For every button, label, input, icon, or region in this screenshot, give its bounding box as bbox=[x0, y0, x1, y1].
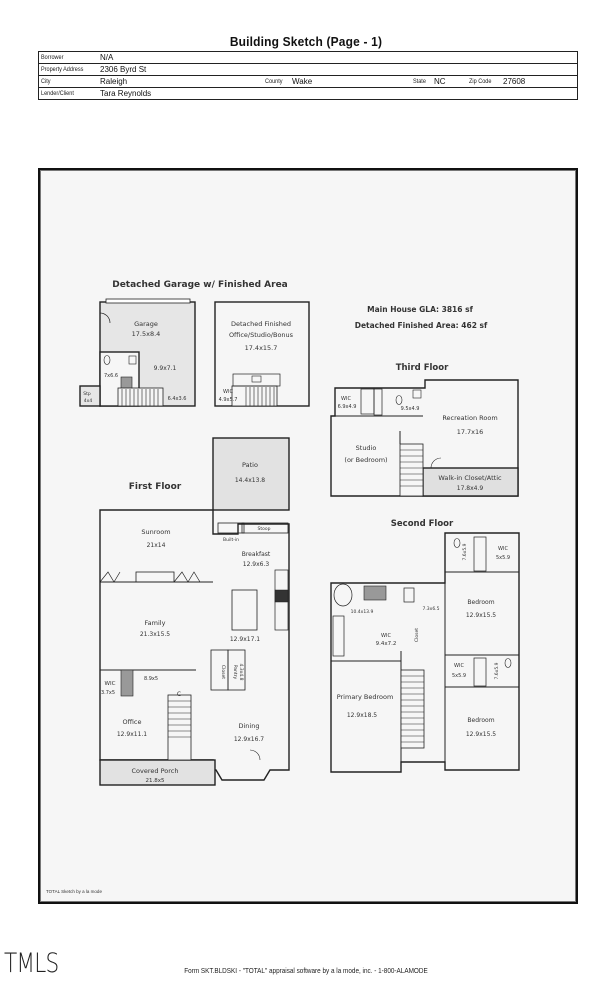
recreation-room-dim: 17.7x16 bbox=[457, 428, 484, 436]
pantry-dim: 4.3x4.8 bbox=[238, 664, 244, 681]
garage-plan bbox=[79, 298, 196, 407]
closet-name: Closet bbox=[220, 665, 226, 679]
patio-name: Patio bbox=[242, 461, 258, 469]
office-wic-name: WIC bbox=[223, 389, 233, 395]
detached-finished-area: Detached Finished Area: 462 sf bbox=[355, 321, 488, 330]
patio-dim: 14.4x13.8 bbox=[235, 477, 265, 484]
primary-wic-dim: 9.4x7.2 bbox=[376, 641, 397, 647]
bedroom1-name: Bedroom bbox=[467, 599, 494, 606]
studio-name2: (or Bedroom) bbox=[344, 456, 387, 464]
page-title: Building Sketch (Page - 1) bbox=[229, 34, 383, 49]
county-label: County bbox=[265, 78, 283, 85]
builtin-name: Built-in bbox=[223, 537, 239, 543]
bedroom2-dim: 12.9x15.5 bbox=[466, 731, 496, 738]
family-dim: 21.3x15.5 bbox=[140, 631, 170, 638]
primary-bath-dim: 10.4x13.9 bbox=[351, 609, 374, 615]
city-value: Raleigh bbox=[100, 77, 128, 86]
form-footer-text: Form SKT.BLDSKI - "TOTAL" appraisal soft… bbox=[184, 966, 428, 975]
bath2-dim: 7.3x6.5 bbox=[423, 606, 440, 612]
first-floor-plan bbox=[99, 437, 290, 786]
coat-closet-name: C bbox=[177, 691, 181, 698]
garage-stair-dim: 6.4x3.6 bbox=[168, 396, 187, 402]
third-bath-dim: 9.5x4.9 bbox=[401, 406, 420, 412]
half-bath-dim: 8.9x5 bbox=[144, 676, 158, 682]
stoop-name: Stoop bbox=[258, 526, 271, 532]
sketch-credit: TOTAL Sketch by a la mode bbox=[46, 889, 102, 894]
covered-porch-name: Covered Porch bbox=[132, 767, 179, 775]
garage-stoop-dim: 4x4 bbox=[84, 398, 93, 404]
studio-name: Studio bbox=[356, 444, 377, 452]
hall-closet-name: Closet bbox=[414, 628, 420, 642]
breakfast-name: Breakfast bbox=[242, 551, 271, 558]
first-wic-name: WIC bbox=[105, 681, 116, 687]
primary-wic-name: WIC bbox=[381, 633, 391, 639]
office-wic-dim: 4.9x5.7 bbox=[219, 397, 238, 403]
wic1-dim: 5x5.9 bbox=[496, 555, 510, 561]
detached-office-plan bbox=[214, 301, 310, 407]
property-info-table: Borrower N/A Property Address 2306 Byrd … bbox=[38, 51, 578, 100]
garage-stoop-name: Stp bbox=[83, 391, 91, 397]
wic2-dim: 5x5.9 bbox=[452, 673, 466, 679]
city-label: City bbox=[41, 78, 51, 85]
pantry-name: Pantry bbox=[232, 665, 238, 680]
third-wic-dim: 6.9x4.9 bbox=[338, 404, 357, 410]
state-value: NC bbox=[434, 77, 446, 86]
garage-room-dim: 17.5x8.4 bbox=[132, 330, 161, 338]
garage-title: Detached Garage w/ Finished Area bbox=[112, 280, 288, 290]
dining-name: Dining bbox=[239, 722, 260, 730]
zip-label: Zip Code bbox=[469, 78, 492, 85]
zip-value: 27608 bbox=[503, 77, 526, 86]
recreation-room-name: Recreation Room bbox=[442, 414, 497, 422]
second-floor-title: Second Floor bbox=[391, 519, 454, 529]
office-bonus-dim: 17.4x15.7 bbox=[245, 344, 278, 352]
bedroom2-name: Bedroom bbox=[467, 717, 494, 724]
wic2-name: WIC bbox=[454, 663, 464, 669]
family-name: Family bbox=[145, 619, 166, 627]
city-row: City Raleigh County Wake State NC Zip Co… bbox=[39, 76, 577, 88]
attic-name: Walk-in Closet/Attic bbox=[438, 474, 502, 482]
office-bonus-name: Detached Finished bbox=[231, 320, 291, 328]
dining-dim: 12.9x16.7 bbox=[234, 736, 264, 743]
office-dim: 12.9x11.1 bbox=[117, 731, 147, 738]
first-wic-dim: 3.7x5 bbox=[101, 690, 115, 696]
second-floor-plan bbox=[330, 532, 520, 773]
breakfast-dim: 12.9x6.3 bbox=[243, 561, 270, 568]
sunroom-dim: 21x14 bbox=[147, 542, 166, 549]
bedroom1-dim: 12.9x15.5 bbox=[466, 612, 496, 619]
first-floor-title: First Floor bbox=[129, 482, 182, 492]
address-value: 2306 Byrd St bbox=[100, 65, 147, 74]
wic1-name: WIC bbox=[498, 546, 508, 552]
address-row: Property Address 2306 Byrd St bbox=[39, 64, 577, 76]
kitchen-dim: 12.9x17.1 bbox=[230, 636, 260, 643]
garage-room-name: Garage bbox=[134, 320, 158, 328]
primary-bedroom-dim: 12.9x18.5 bbox=[347, 712, 377, 719]
garage-storage-dim: 9.9x7.1 bbox=[154, 365, 177, 372]
garage-bath-dim: 7x6.6 bbox=[104, 373, 118, 379]
third-wic-name: WIC bbox=[341, 396, 351, 402]
borrower-label: Borrower bbox=[41, 54, 64, 61]
state-label: State bbox=[413, 78, 426, 85]
tmls-logo: TMLS bbox=[4, 948, 59, 979]
lender-label: Lender/Client bbox=[41, 90, 74, 97]
main-house-gla: Main House GLA: 3816 sf bbox=[367, 305, 473, 314]
third-floor-plan bbox=[330, 379, 519, 497]
covered-porch-dim: 21.8x5 bbox=[145, 778, 165, 784]
bath3-dim: 7.6x5.9 bbox=[494, 662, 500, 679]
sunroom-name: Sunroom bbox=[141, 528, 170, 536]
borrower-row: Borrower N/A bbox=[39, 52, 577, 64]
attic-dim: 17.8x4.9 bbox=[457, 485, 484, 492]
lender-value: Tara Reynolds bbox=[100, 89, 152, 98]
primary-bedroom-name: Primary Bedroom bbox=[337, 693, 394, 701]
borrower-value: N/A bbox=[100, 53, 114, 62]
lender-row: Lender/Client Tara Reynolds bbox=[39, 88, 577, 99]
county-value: Wake bbox=[292, 77, 313, 86]
office-name: Office bbox=[123, 718, 142, 726]
address-label: Property Address bbox=[41, 66, 84, 73]
bath1-dim: 7.6x5.9 bbox=[462, 543, 468, 560]
third-floor-title: Third Floor bbox=[396, 363, 449, 373]
office-bonus-name2: Office/Studio/Bonus bbox=[229, 331, 294, 339]
